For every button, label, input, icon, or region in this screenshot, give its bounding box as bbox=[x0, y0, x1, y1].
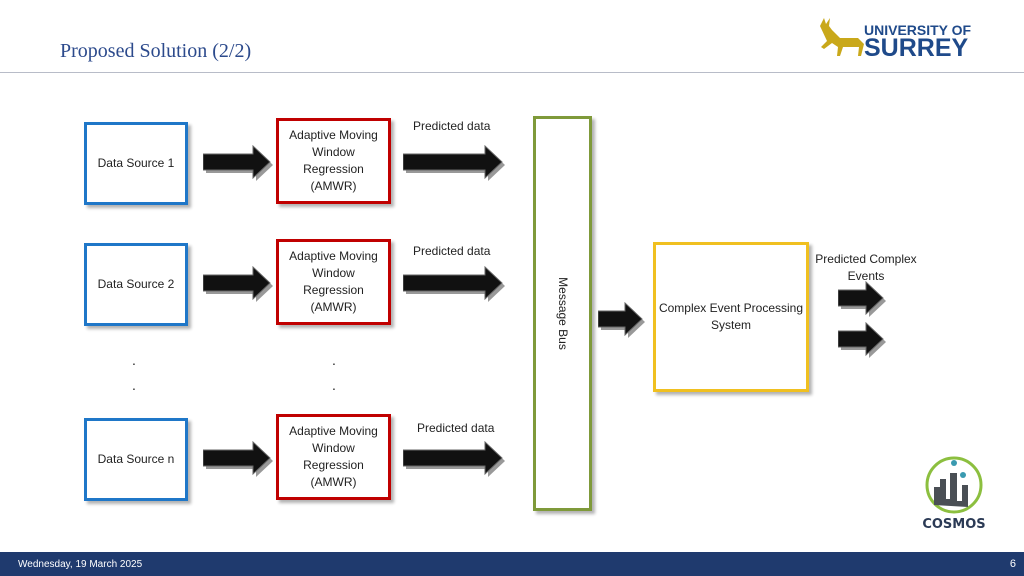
university-of-surrey-logo: UNIVERSITY OF SURREY bbox=[812, 16, 988, 62]
ellipsis-dot: . bbox=[132, 377, 136, 393]
ellipsis-dot: . bbox=[332, 377, 336, 393]
svg-text:COSMOS: COSMOS bbox=[922, 517, 985, 532]
flow-arrow-icon bbox=[202, 265, 275, 309]
cosmos-logo: COSMOS bbox=[918, 455, 990, 543]
predicted-data-label: Predicted data bbox=[413, 244, 491, 258]
flow-arrow-icon bbox=[837, 321, 888, 365]
flow-arrow-icon bbox=[597, 301, 647, 345]
amwr-label: Adaptive Moving Window Regression (AMWR) bbox=[289, 249, 378, 314]
data-source-n: Data Source n bbox=[84, 418, 188, 501]
predicted-data-label: Predicted data bbox=[413, 119, 491, 133]
ellipsis-dot: . bbox=[132, 352, 136, 368]
footer-bar: Wednesday, 19 March 2025 6 bbox=[0, 552, 1024, 576]
data-source-1: Data Source 1 bbox=[84, 122, 188, 205]
message-bus-label: Message Bus bbox=[556, 277, 571, 350]
amwr-box-1: Adaptive Moving Window Regression (AMWR) bbox=[276, 118, 391, 204]
flow-arrow-icon bbox=[402, 265, 507, 309]
predicted-data-label: Predicted data bbox=[417, 421, 495, 435]
flow-arrow-icon bbox=[202, 440, 275, 484]
cep-label: Complex Event Processing System bbox=[658, 301, 804, 332]
amwr-label: Adaptive Moving Window Regression (AMWR) bbox=[289, 128, 378, 193]
amwr-label: Adaptive Moving Window Regression (AMWR) bbox=[289, 424, 378, 489]
flow-arrow-icon bbox=[402, 144, 507, 188]
amwr-box-n: Adaptive Moving Window Regression (AMWR) bbox=[276, 414, 391, 500]
ellipsis-dot: . bbox=[332, 352, 336, 368]
data-source-2: Data Source 2 bbox=[84, 243, 188, 326]
data-source-label: Data Source n bbox=[97, 452, 175, 466]
predicted-complex-events-label: Predicted Complex Events bbox=[815, 252, 917, 283]
message-bus: Message Bus bbox=[533, 116, 592, 511]
complex-event-processing-box: Complex Event Processing System bbox=[653, 242, 809, 392]
amwr-box-2: Adaptive Moving Window Regression (AMWR) bbox=[276, 239, 391, 325]
svg-text:SURREY: SURREY bbox=[864, 34, 969, 60]
footer-date: Wednesday, 19 March 2025 bbox=[18, 559, 143, 570]
flow-arrow-icon bbox=[837, 280, 888, 324]
flow-arrow-icon bbox=[202, 144, 275, 188]
data-source-label: Data Source 2 bbox=[97, 277, 175, 291]
slide-title: Proposed Solution (2/2) bbox=[60, 40, 252, 62]
flow-arrow-icon bbox=[402, 440, 507, 484]
data-source-label: Data Source 1 bbox=[97, 156, 175, 170]
page-number: 6 bbox=[1009, 558, 1016, 570]
svg-text:UNIVERSITY OF: UNIVERSITY OF bbox=[864, 22, 972, 38]
title-divider bbox=[0, 72, 1024, 73]
